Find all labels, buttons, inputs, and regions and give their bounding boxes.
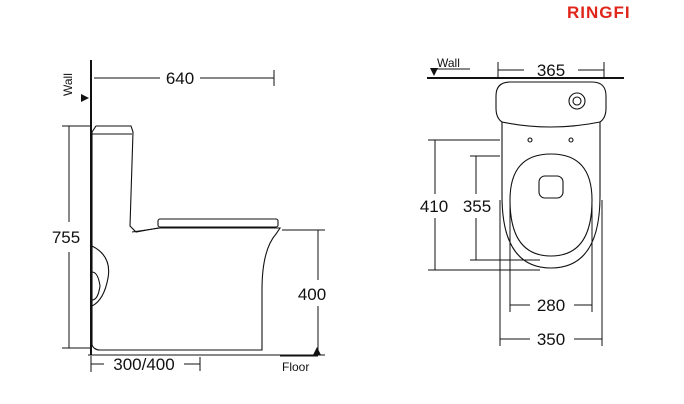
outlet-curve — [91, 271, 101, 301]
seat-hinge — [131, 227, 161, 233]
side-wall-label: Wall — [61, 73, 75, 96]
inner-width-dimension: 280 — [537, 296, 565, 315]
seat-height-dimension: 400 — [298, 285, 326, 304]
brand-logo: RINGFI — [567, 3, 631, 22]
top-wall-marker — [430, 68, 438, 76]
length-inner-dimension: 355 — [463, 197, 491, 216]
seat-mount-right — [568, 137, 574, 143]
outer-width-dimension: 350 — [537, 330, 565, 349]
top-view: Wall 365 410 355 280 — [420, 56, 624, 349]
height-dimension: 755 — [52, 228, 80, 247]
side-view: Wall Floor 640 755 400 3 — [52, 60, 326, 374]
trapway-curve — [91, 245, 110, 307]
tank-width-dimension: 365 — [537, 61, 565, 80]
toilet-side-body — [91, 125, 282, 351]
depth-dimension: 640 — [166, 69, 194, 88]
seat-mount-left — [527, 137, 533, 143]
length-outer-dimension: 410 — [420, 197, 448, 216]
toilet-top-outline — [495, 81, 607, 269]
bowl-inner-rim — [509, 153, 593, 257]
side-floor-marker — [313, 347, 321, 355]
drain-outlet — [538, 175, 564, 199]
flush-button-outer — [568, 92, 586, 110]
toilet-seat — [157, 218, 279, 228]
flush-button-inner — [572, 96, 582, 106]
side-wall-marker — [81, 94, 89, 102]
rough-in-dimension: 300/400 — [113, 355, 174, 374]
side-floor-label: Floor — [282, 360, 309, 374]
tank-front-edge — [501, 121, 601, 128]
top-wall-label: Wall — [437, 56, 460, 70]
